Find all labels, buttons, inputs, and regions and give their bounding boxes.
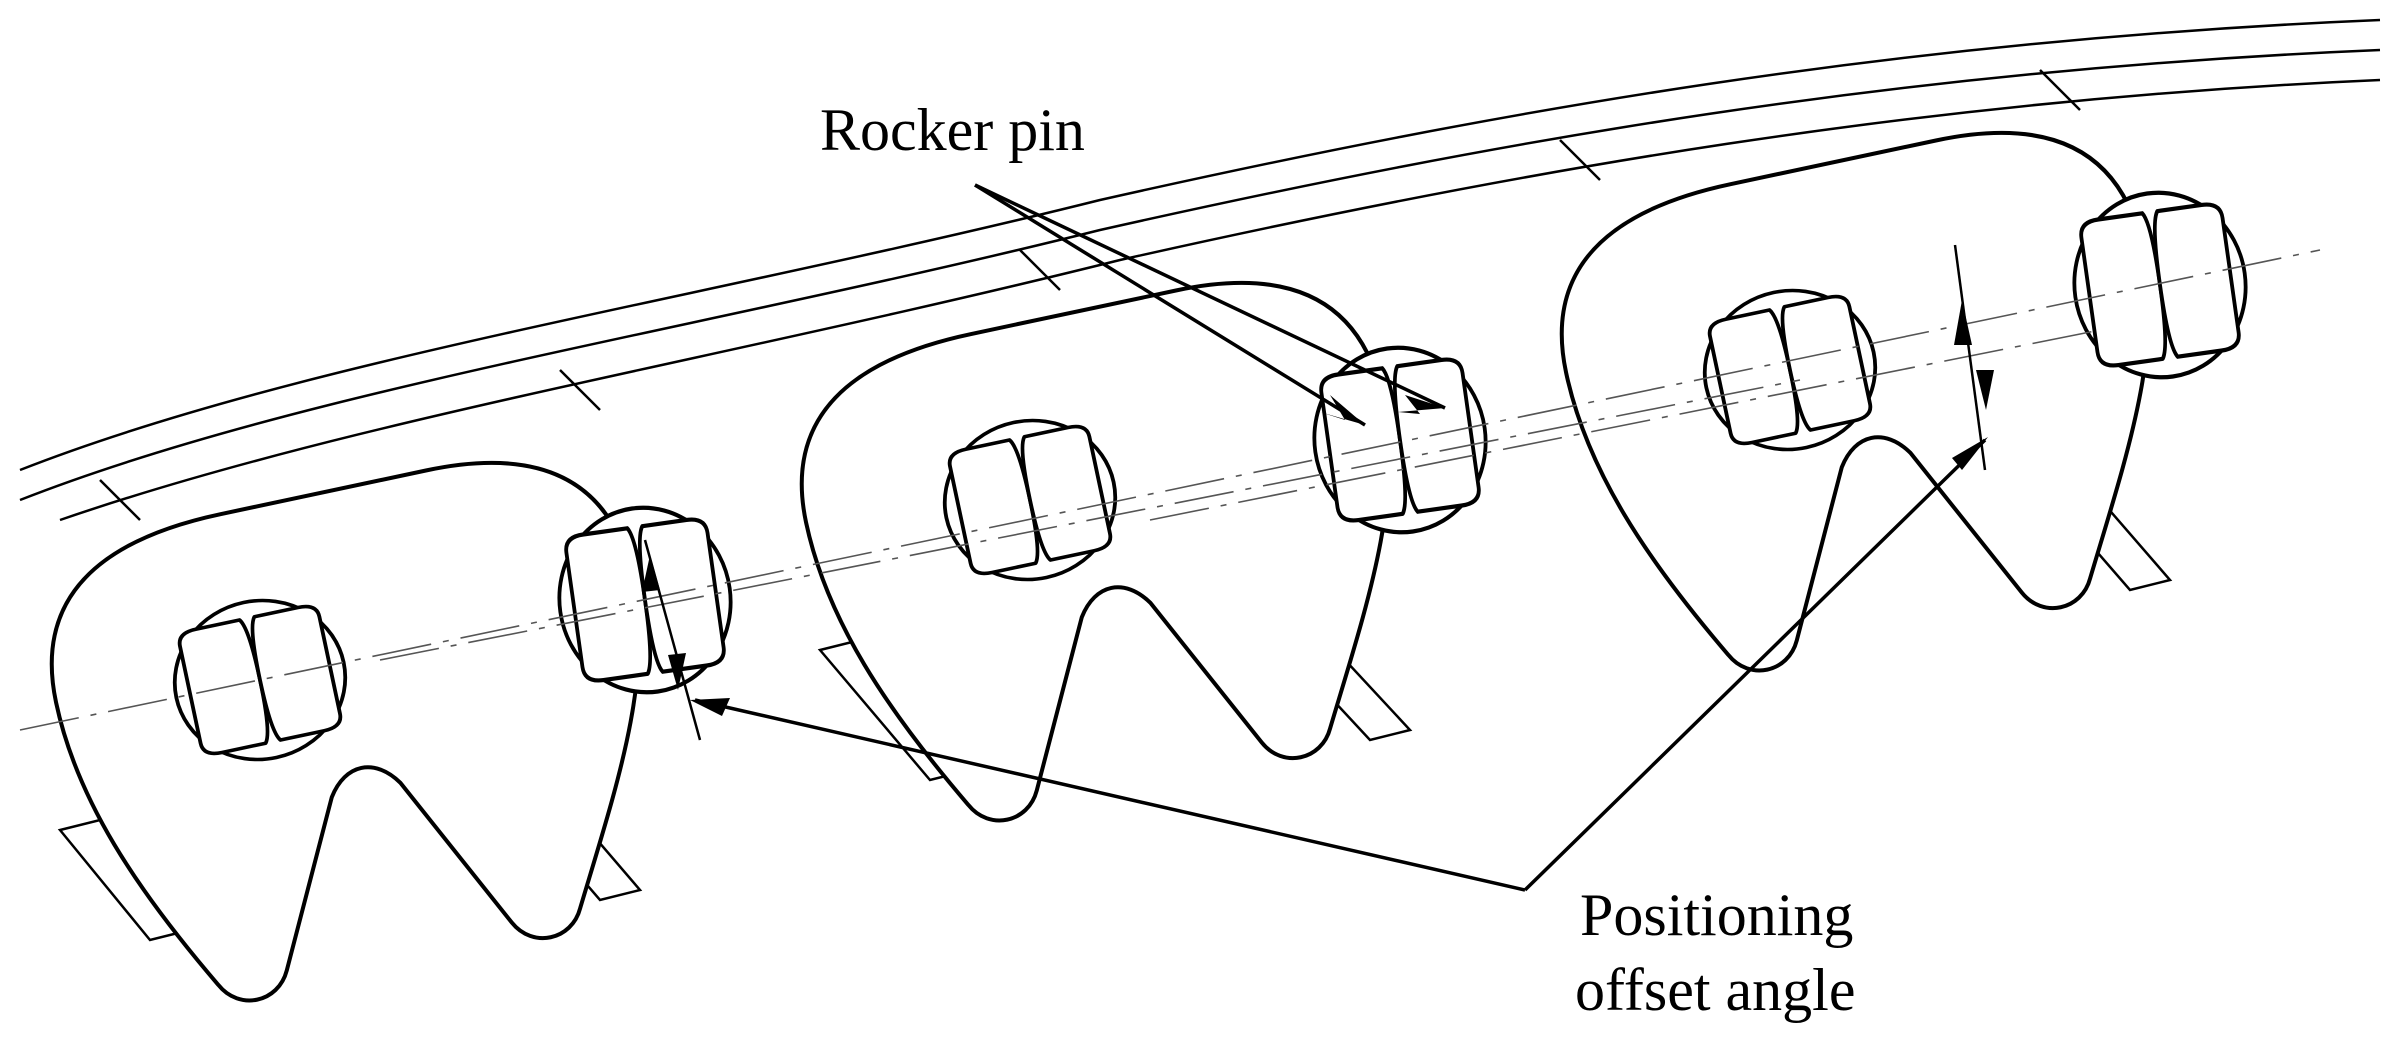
- pitch-center-lines: [19, 249, 2321, 731]
- positioning-offset-angle-label-line2: offset angle: [1575, 957, 1855, 1023]
- positioning-offset-angle-label-line1: Positioning: [1580, 882, 1853, 948]
- chain-back-rows: [19, 18, 2381, 522]
- offset-angle-leaders: [690, 437, 1988, 892]
- link-plate-2: [772, 251, 1455, 850]
- offset-angle-marks: [642, 244, 1994, 741]
- link-plate-3: [1532, 101, 2215, 700]
- rocker-pin-leaders: [974, 183, 1446, 427]
- rocker-pin-label: Rocker pin: [820, 97, 1085, 163]
